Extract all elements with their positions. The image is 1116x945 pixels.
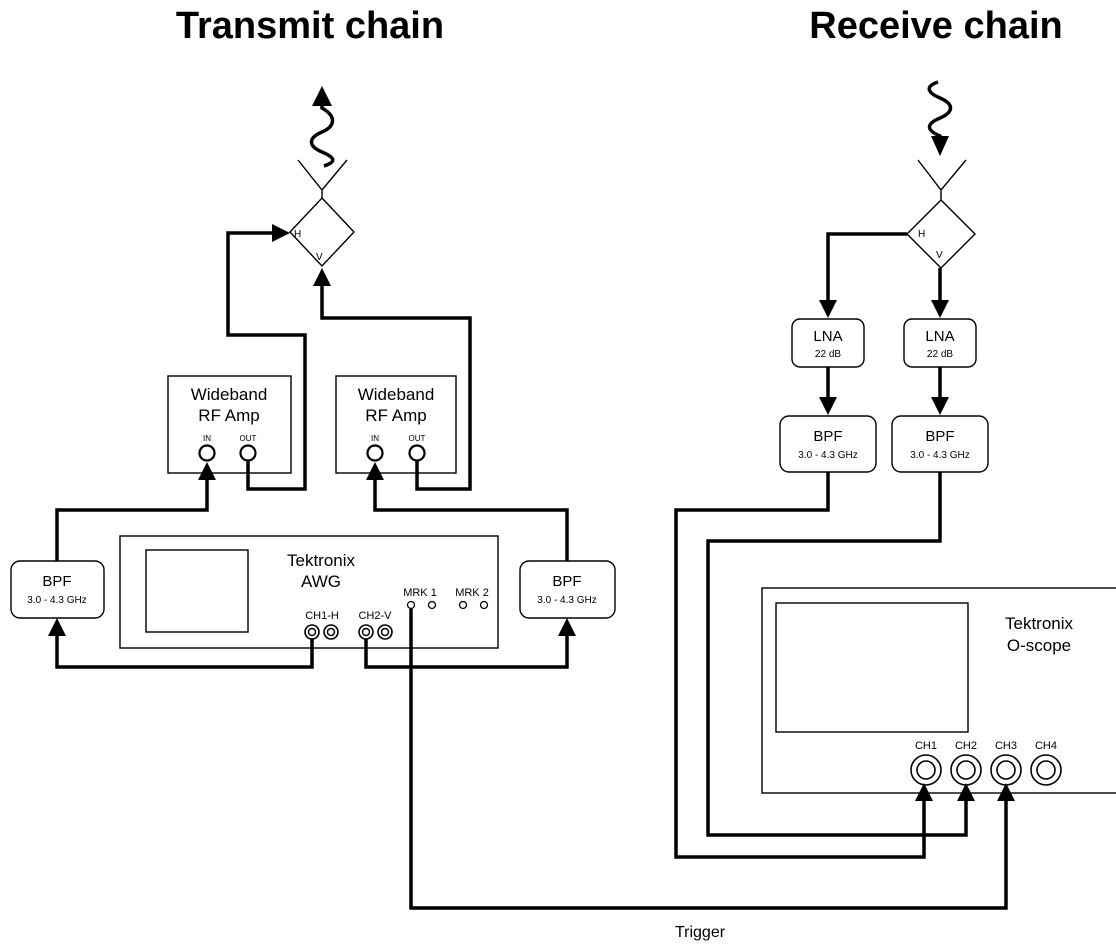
tx-rf-amp-right-in-port bbox=[366, 444, 384, 462]
rx-antenna-v-icon bbox=[917, 159, 967, 200]
rx-bpf-left: BPF 3.0 - 4.3 GHz bbox=[779, 415, 877, 473]
scope-screen bbox=[775, 602, 969, 733]
rx-arrowhead-lna-right bbox=[931, 300, 949, 318]
rx-antenna: H V bbox=[906, 80, 976, 269]
tx-rf-amp-left-in-port bbox=[198, 444, 216, 462]
tx-rf-amp-right-in: IN bbox=[371, 434, 379, 443]
rx-wave-arrowhead bbox=[931, 136, 949, 156]
tx-bpf-left-range: 3.0 - 4.3 GHz bbox=[27, 595, 86, 606]
tx-bpf-right: BPF 3.0 - 4.3 GHz bbox=[519, 560, 616, 619]
tx-antenna-port-h: H bbox=[294, 229, 301, 240]
tx-antenna-diamond bbox=[289, 196, 355, 268]
tx-rf-amp-left-out: OUT bbox=[240, 434, 257, 443]
tx-rf-amp-left-line1: Wideband bbox=[191, 385, 268, 404]
awg-ch1-label: CH1-H bbox=[305, 610, 339, 622]
rx-lna-left: LNA 22 dB bbox=[791, 318, 865, 368]
tx-rf-amp-left-in: IN bbox=[203, 434, 211, 443]
awg-line2: AWG bbox=[301, 572, 341, 591]
tx-bpf-left: BPF 3.0 - 4.3 GHz bbox=[10, 560, 105, 619]
scope-ch2-label: CH2 bbox=[955, 740, 977, 752]
tx-antenna: H V bbox=[289, 86, 355, 268]
rx-bpf-right-range: 3.0 - 4.3 GHz bbox=[910, 450, 969, 461]
rx-lna-right-name: LNA bbox=[925, 328, 954, 345]
tx-rf-amp-left-out-port bbox=[239, 444, 257, 462]
rx-wire-bpf-left-to-ch1 bbox=[674, 472, 926, 859]
tx-arrowhead-bpf-right bbox=[558, 618, 576, 636]
rx-arrowhead-lna-left bbox=[819, 300, 837, 318]
tx-wire-ch1-to-bpf-left bbox=[55, 632, 314, 669]
awg-mrk2-port-a bbox=[458, 600, 468, 610]
rx-antenna-port-h: H bbox=[918, 229, 925, 240]
tx-antenna-port-v: V bbox=[316, 252, 323, 263]
tx-rf-amp-right-line1: Wideband bbox=[358, 385, 435, 404]
tx-awg: Tektronix AWG MRK 1 MRK 2 CH1-H CH2-V bbox=[119, 535, 499, 649]
tx-wire-bpf-left-to-amp bbox=[55, 476, 209, 561]
tx-rf-amp-right-out: OUT bbox=[409, 434, 426, 443]
rx-bpf-right-name: BPF bbox=[925, 428, 954, 445]
tx-arrowhead-h bbox=[272, 224, 290, 242]
rx-lna-right: LNA 22 dB bbox=[903, 318, 977, 368]
scope-ch1-label: CH1 bbox=[915, 740, 937, 752]
awg-mrk2-port-b bbox=[479, 600, 489, 610]
rx-bpf-right: BPF 3.0 - 4.3 GHz bbox=[891, 415, 989, 473]
rx-wire-h-to-lna-left bbox=[826, 232, 907, 303]
awg-mrk2-label: MRK 2 bbox=[455, 587, 489, 599]
rx-lna-right-gain: 22 dB bbox=[927, 349, 953, 360]
rx-bpf-left-name: BPF bbox=[813, 428, 842, 445]
rx-oscilloscope: Tektronix O-scope CH1 CH2 CH3 CH4 bbox=[761, 587, 1116, 794]
tx-bpf-right-name: BPF bbox=[552, 573, 581, 590]
tx-arrowhead-amp-left-in bbox=[198, 462, 216, 480]
rx-bpf-left-range: 3.0 - 4.3 GHz bbox=[798, 450, 857, 461]
awg-mrk1-port-a bbox=[406, 600, 416, 610]
tx-arrowhead-v bbox=[313, 268, 331, 286]
tx-rf-amp-left: Wideband RF Amp IN OUT bbox=[167, 375, 292, 474]
rx-lna-left-name: LNA bbox=[813, 328, 842, 345]
tx-rf-amp-right-line2: RF Amp bbox=[365, 406, 426, 425]
scope-ch4-label: CH4 bbox=[1035, 740, 1057, 752]
trigger-label: Trigger bbox=[675, 924, 726, 941]
awg-line1: Tektronix bbox=[287, 551, 356, 570]
tx-rf-amp-left-line2: RF Amp bbox=[198, 406, 259, 425]
awg-screen bbox=[145, 549, 249, 633]
rx-antenna-port-v: V bbox=[936, 250, 943, 261]
tx-arrowhead-amp-right-in bbox=[366, 462, 384, 480]
tx-wire-amp-right-to-v bbox=[320, 282, 472, 491]
tx-arrowhead-bpf-left bbox=[48, 618, 66, 636]
tx-antenna-v-icon bbox=[297, 159, 348, 198]
rx-wiring bbox=[674, 232, 975, 859]
tx-wave-icon bbox=[309, 100, 335, 168]
tx-rf-amp-right-out-port bbox=[408, 444, 426, 462]
scope-line1: Tektronix bbox=[1005, 614, 1074, 633]
rx-lna-left-gain: 22 dB bbox=[815, 349, 841, 360]
title-receive-chain: Receive chain bbox=[809, 5, 1062, 47]
tx-bpf-right-range: 3.0 - 4.3 GHz bbox=[537, 595, 596, 606]
rx-wire-bpf-right-to-ch2 bbox=[706, 472, 968, 837]
rx-wave-icon bbox=[927, 80, 953, 140]
tx-wire-bpf-right-to-amp bbox=[373, 476, 569, 561]
tx-bpf-left-name: BPF bbox=[42, 573, 71, 590]
trigger-wiring: Trigger bbox=[409, 609, 1015, 941]
scope-ch3-label: CH3 bbox=[995, 740, 1017, 752]
rx-arrowhead-bpf-right bbox=[931, 397, 949, 415]
rx-arrowhead-ch2 bbox=[957, 783, 975, 801]
trigger-wire bbox=[409, 609, 1008, 910]
tx-rf-amp-right: Wideband RF Amp IN OUT bbox=[335, 375, 457, 474]
tx-wave-arrowhead bbox=[312, 86, 332, 106]
tx-wiring bbox=[48, 224, 576, 669]
trigger-arrowhead bbox=[997, 783, 1015, 801]
awg-ch2-label: CH2-V bbox=[358, 610, 392, 622]
tx-wire-ch2-to-bpf-right bbox=[364, 632, 569, 669]
tx-wire-amp-left-to-h bbox=[226, 231, 307, 491]
rx-arrowhead-bpf-left bbox=[819, 397, 837, 415]
rx-arrowhead-ch1 bbox=[915, 783, 933, 801]
awg-mrk1-label: MRK 1 bbox=[403, 587, 437, 599]
title-transmit-chain: Transmit chain bbox=[176, 5, 444, 47]
scope-line2: O-scope bbox=[1007, 636, 1071, 655]
awg-mrk1-port-b bbox=[427, 600, 437, 610]
